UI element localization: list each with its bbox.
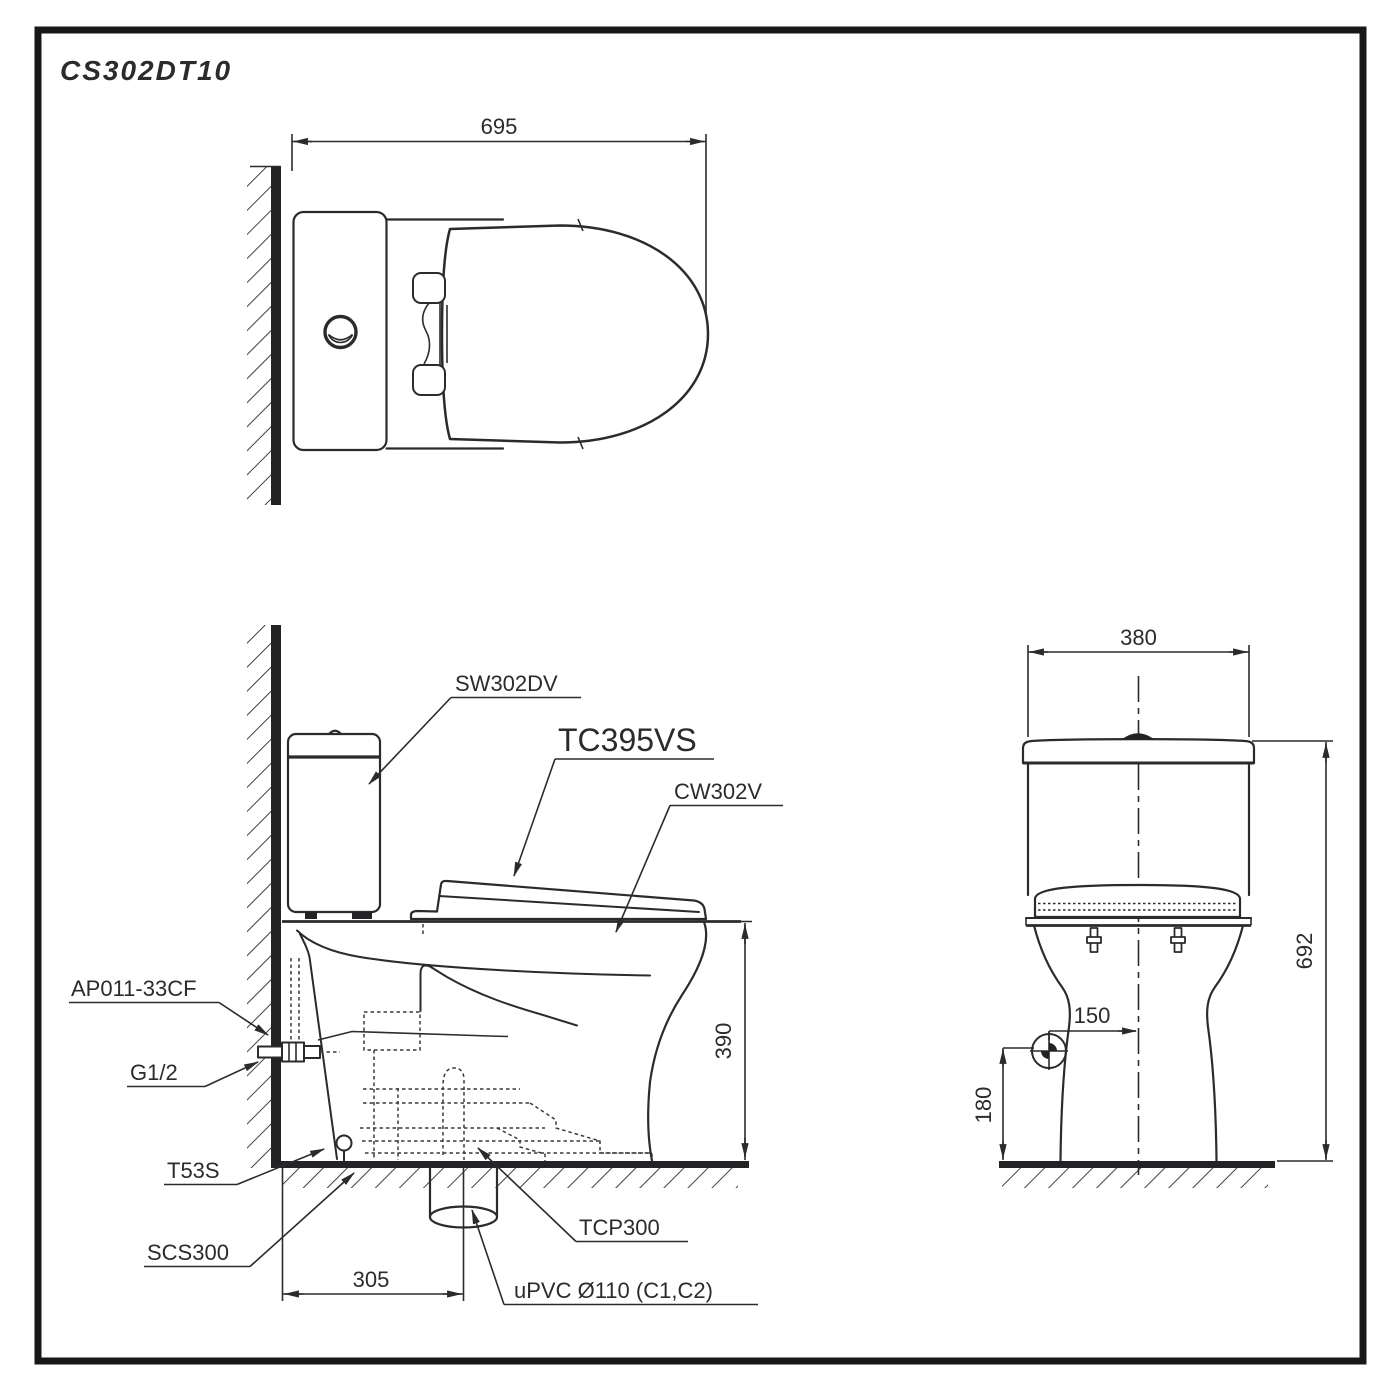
pedestal-left bbox=[1032, 924, 1071, 1163]
wall-hatching-side bbox=[247, 625, 271, 1168]
sheet-border bbox=[34, 26, 1367, 1365]
svg-text:SCS300: SCS300 bbox=[147, 1240, 229, 1265]
dim-692: 692 bbox=[1252, 740, 1333, 1162]
supply-fitting bbox=[257, 1041, 340, 1063]
label-drain: uPVC Ø110 (C1,C2) bbox=[471, 1208, 758, 1306]
pedestal-right bbox=[1206, 924, 1245, 1163]
rim-deck-front bbox=[1025, 917, 1252, 927]
tank-front bbox=[1021, 733, 1256, 897]
dim-380: 380 bbox=[1027, 625, 1250, 737]
floor-line-side bbox=[271, 1161, 749, 1168]
hidden-valve-assembly bbox=[290, 958, 653, 1161]
tank-side bbox=[286, 729, 382, 919]
label-tank: SW302DV bbox=[368, 671, 581, 785]
seat-hinge-plan bbox=[412, 272, 448, 396]
dim-text-692: 692 bbox=[1292, 933, 1317, 970]
svg-text:SW302DV: SW302DV bbox=[455, 671, 558, 696]
label-scs300: SCS300 bbox=[144, 1172, 355, 1268]
wall-section-side bbox=[271, 625, 281, 1168]
seat-lid-plan bbox=[440, 224, 710, 444]
svg-text:AP011-33CF: AP011-33CF bbox=[71, 976, 197, 1001]
bowl-inner-sweep bbox=[296, 929, 651, 977]
trapway-weir bbox=[419, 964, 578, 1027]
svg-text:CW302V: CW302V bbox=[674, 779, 762, 804]
dim-text-180: 180 bbox=[971, 1087, 996, 1124]
drawing-title: CS302DT10 bbox=[60, 55, 232, 86]
label-bowl: CW302V bbox=[615, 779, 783, 933]
label-seat: TC395VS bbox=[513, 722, 714, 878]
svg-text:uPVC Ø110 (C1,C2): uPVC Ø110 (C1,C2) bbox=[514, 1278, 713, 1303]
bowl-front-outline bbox=[647, 920, 708, 1163]
seat-side bbox=[409, 879, 708, 937]
label-hose: AP011-33CF bbox=[69, 976, 269, 1036]
wall-hatching bbox=[247, 166, 271, 505]
svg-text:T53S: T53S bbox=[167, 1158, 220, 1183]
seat-front bbox=[1033, 883, 1242, 919]
dim-text-695: 695 bbox=[481, 114, 518, 139]
dim-text-150: 150 bbox=[1074, 1003, 1111, 1028]
flush-button-front bbox=[1121, 733, 1155, 740]
dim-text-380: 380 bbox=[1120, 625, 1157, 650]
top-view: 695 bbox=[247, 114, 710, 505]
label-tcp300: TCP300 bbox=[477, 1147, 688, 1243]
t53s-inlet bbox=[335, 1134, 353, 1162]
dim-390: 390 bbox=[706, 920, 752, 1160]
bowl-back-outline bbox=[299, 933, 338, 1160]
dim-150: 150 bbox=[1048, 1003, 1138, 1040]
floor-line-front bbox=[999, 1161, 1275, 1168]
dim-text-305: 305 bbox=[353, 1267, 390, 1292]
label-t53s: T53S bbox=[164, 1148, 325, 1186]
front-view: 380 692 150 180 bbox=[971, 625, 1333, 1188]
floor-hatching-front bbox=[1002, 1168, 1268, 1188]
svg-text:TC395VS: TC395VS bbox=[558, 722, 697, 758]
side-view: 390 305 SW302DV TC395VS CW302V bbox=[69, 625, 783, 1306]
flush-button-plan bbox=[323, 314, 358, 350]
dim-180: 180 bbox=[971, 1047, 1034, 1160]
svg-text:G1/2: G1/2 bbox=[130, 1060, 178, 1085]
dim-305: 305 bbox=[281, 1168, 465, 1301]
wall-section bbox=[271, 166, 281, 505]
dim-695: 695 bbox=[291, 114, 707, 322]
seat-bolts bbox=[1086, 927, 1186, 953]
dim-text-390: 390 bbox=[711, 1023, 736, 1060]
label-thread: G1/2 bbox=[127, 1060, 259, 1088]
trapway-base bbox=[317, 1030, 509, 1041]
svg-text:TCP300: TCP300 bbox=[579, 1215, 660, 1240]
